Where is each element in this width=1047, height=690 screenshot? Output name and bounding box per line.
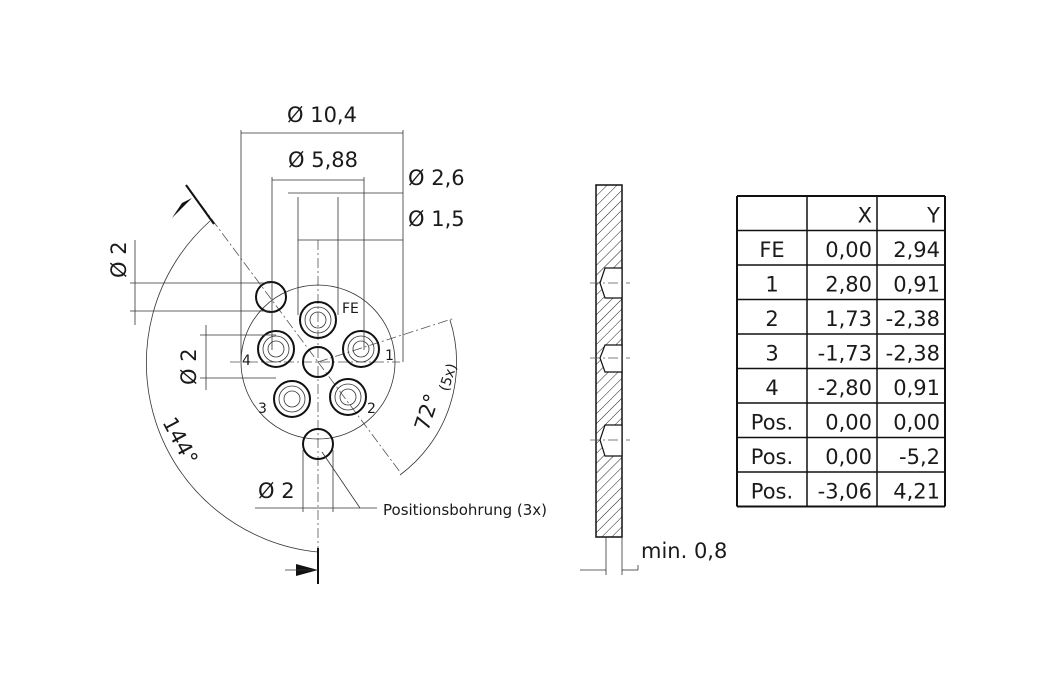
- dim-contact-left: Ø 2: [177, 348, 201, 385]
- note-position-holes: Positionsbohrung (3x): [383, 501, 547, 519]
- dimension-lines-bottom: [255, 450, 377, 512]
- table-cell: -2,38: [886, 307, 940, 331]
- pin-label-4: 4: [242, 353, 251, 369]
- table-cell: 2,94: [893, 238, 940, 262]
- pin-label-2: 2: [367, 401, 376, 417]
- arc-144: [145, 220, 319, 553]
- table-row-label: 3: [765, 342, 778, 366]
- contact-4: [257, 330, 295, 368]
- table-row-label: 2: [765, 307, 778, 331]
- table-row-label: 4: [765, 376, 778, 400]
- pin-label-fe: FE: [342, 301, 359, 317]
- table-cell: 0,91: [893, 376, 940, 400]
- table-row-label: Pos.: [751, 445, 793, 469]
- pin-label-1: 1: [385, 348, 394, 364]
- contact-3: [273, 380, 311, 418]
- dim-angle-72: 72°: [410, 391, 444, 434]
- table-row-label: 1: [765, 273, 778, 297]
- arrow-top-left: [172, 198, 192, 218]
- table-cell: -5,2: [899, 445, 940, 469]
- dimension-lines-top: [240, 130, 404, 362]
- dimension-lines-left: [130, 240, 276, 390]
- position-hole-bottom: [302, 428, 334, 460]
- dim-position-hole-bottom: Ø 2: [258, 479, 295, 503]
- contact-1: [342, 330, 380, 368]
- dim-pitch-diameter: Ø 5,88: [288, 148, 358, 172]
- table-cell: -3,06: [818, 480, 872, 504]
- table-row-label: Pos.: [751, 480, 793, 504]
- dim-angle-144: 144°: [158, 413, 203, 469]
- arc-72: [399, 319, 457, 476]
- coordinate-table: X Y FE 0,00 2,94 1 2,80 0,91 2 1,73 -2,38 3 -1,73 -2,…: [736, 195, 946, 508]
- front-view: FE 1 2 3 4: [107, 103, 547, 584]
- table-cell: 0,00: [893, 411, 940, 435]
- contact-fe: [299, 301, 337, 339]
- contact-2: [329, 378, 367, 416]
- dim-angle-72-note: (5x): [437, 362, 461, 394]
- dim-insert-diameter: Ø 2,6: [408, 166, 465, 190]
- table-row-label: Pos.: [751, 411, 793, 435]
- table-row-label: FE: [759, 238, 784, 262]
- position-hole-center: [302, 346, 334, 378]
- table-cell: 0,91: [893, 273, 940, 297]
- table-header-cell: Y: [926, 204, 940, 228]
- table-cell: 0,00: [825, 445, 872, 469]
- dim-outer-diameter: Ø 10,4: [287, 103, 357, 127]
- table-cell: 0,00: [825, 238, 872, 262]
- table-cell: 4,21: [893, 480, 940, 504]
- table-cell: 1,73: [825, 307, 872, 331]
- table-cell: 2,80: [825, 273, 872, 297]
- table-cell: -2,38: [886, 342, 940, 366]
- table-cell: -2,80: [818, 376, 872, 400]
- table-header-cell: X: [858, 204, 872, 228]
- table-cell: -1,73: [818, 342, 872, 366]
- dim-hole-diameter: Ø 1,5: [408, 207, 465, 231]
- side-section-view: min. 0,8: [580, 184, 727, 575]
- position-hole-top-left: [255, 281, 287, 313]
- pin-label-3: 3: [258, 401, 267, 417]
- dim-min-thickness: min. 0,8: [641, 539, 727, 563]
- dim-position-hole-left: Ø 2: [107, 241, 131, 278]
- table-cell: 0,00: [825, 411, 872, 435]
